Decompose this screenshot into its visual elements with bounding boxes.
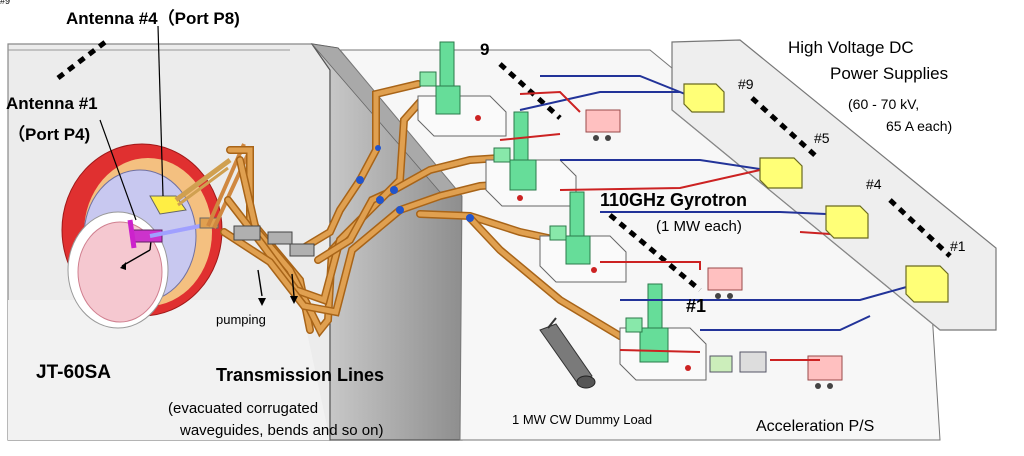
antenna1-port-label: （Port P4) [8, 125, 91, 144]
ps-count-1: #1 [950, 238, 966, 254]
jt60sa-label: JT-60SA [36, 362, 111, 383]
gyrotron-label: 110GHz Gyrotron [600, 190, 748, 210]
dummy-load-label: 1 MW CW Dummy Load [512, 412, 653, 427]
pumping-label: pumping [216, 312, 266, 327]
waveguide-joints [356, 145, 474, 222]
transmission-note-2: waveguides, bends and so on) [180, 422, 384, 439]
ps-count-5: #5 [814, 130, 830, 146]
antenna1-label: Antenna #1 [6, 94, 98, 113]
ps-count-4: #4 [866, 176, 882, 192]
gyrotron-hall-floor [338, 49, 941, 441]
gyrotron-station-1 [619, 283, 707, 381]
gyrotron-station-9 [417, 41, 507, 137]
hv-cables-blue [519, 75, 911, 331]
gyrotron-station-5 [539, 191, 627, 283]
dummy-load-feet [593, 135, 833, 389]
dummy-load-boxes [585, 109, 843, 381]
transmission-note-1: (evacuated corrugated [168, 400, 319, 417]
hv-title-2: Power Supplies [830, 64, 949, 83]
gyrotron-count-1: #1 [686, 296, 707, 316]
hv-title-1: High Voltage DC [788, 38, 914, 57]
ellipsis-dashes [56, 38, 952, 292]
acceleration-ps-boxes [709, 351, 767, 373]
gyrotron-note: (1 MW each) [656, 218, 742, 235]
transmission-lines-label: Transmission Lines [216, 365, 385, 385]
corner-mark: #9 [0, 0, 11, 6]
hv-note-1: (60 - 70 kV, [848, 96, 920, 112]
hv-power-supply-boxes [683, 83, 949, 303]
reactor-room-floor [8, 300, 330, 440]
pumping-units [233, 225, 315, 306]
gyrotron-station-8 [485, 111, 577, 207]
hv-note-2: 65 A each) [886, 118, 953, 134]
ps-count-9: #9 [738, 76, 754, 92]
cw-dummy-load [539, 317, 596, 389]
acceleration-ps-label: Acceleration P/S [756, 418, 875, 435]
gyrotron-count-9: 9 [480, 40, 490, 59]
antenna4-label: Antenna #4（Port P8) [66, 9, 240, 28]
